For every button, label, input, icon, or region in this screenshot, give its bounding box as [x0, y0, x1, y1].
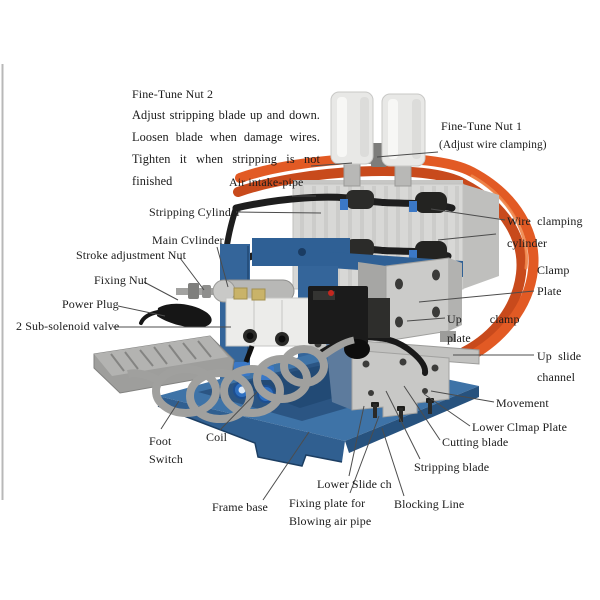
- leader-foot-switch: [160, 400, 180, 430]
- leader-blocking-line: [381, 427, 405, 497]
- leader-lower-clamp-plate: [423, 393, 471, 427]
- fixing-nut-part: [202, 285, 211, 298]
- blade-screws: [371, 398, 434, 422]
- leader-cutting-blade: [403, 385, 441, 441]
- leader-fine-tune-nut-1: [376, 151, 439, 158]
- leader-fine-tune-nut-2: [310, 162, 353, 167]
- leader-movement: [430, 390, 495, 403]
- label-foot-switch: Foot Switch: [149, 434, 183, 466]
- label-lower-clamp-plate: Lower Clmap Plate: [472, 420, 568, 434]
- leader-up-clamp-plate: [406, 317, 446, 322]
- air-hoses: [222, 190, 456, 299]
- leader-coil: [219, 391, 258, 431]
- label-clamp-plate: Clamp Plate: [537, 263, 570, 298]
- leader-stripping-blade: [385, 390, 421, 460]
- label-power-plug: Power Plug: [62, 297, 119, 311]
- label-movement: Movement: [496, 396, 549, 410]
- label-up-clamp-plate: Up clamp plate: [447, 312, 520, 345]
- label-air-intake-pipe: Air intake-pipe: [229, 175, 304, 189]
- sub-solenoid-valve-part: [225, 286, 390, 403]
- power-plug-part: [139, 303, 212, 328]
- leader-fixing-plate: [349, 415, 380, 494]
- label-stripping-cylinder: Stripping Cylinder: [149, 205, 241, 219]
- label-up-slide-channel: Up slide channel: [537, 349, 582, 384]
- label-stripping-blade: Stripping blade: [414, 460, 490, 474]
- label-frame-base: Frame base: [212, 500, 268, 514]
- label-coil: Coil: [206, 430, 228, 444]
- leader-lower-slide-ch: [348, 405, 365, 477]
- vertical-cylinders: [330, 91, 426, 187]
- coil-cable: [127, 336, 355, 423]
- leader-wire-clamping-cylinder-a: [430, 208, 506, 221]
- stroke-adjustment-nut-part: [188, 283, 199, 299]
- leader-main-cylinder: [216, 246, 229, 288]
- label-fine-tune-nut-1: Fine-Tune Nut 1: [441, 119, 523, 133]
- label-lower-slide-ch: Lower Slide ch: [317, 477, 392, 491]
- cylinder-left: [330, 91, 374, 165]
- cylinder-right: [381, 93, 426, 167]
- label-fine-tune-nut-2-title: Fine-Tune Nut 2: [132, 87, 214, 101]
- label-fixing-nut: Fixing Nut: [94, 273, 148, 287]
- solenoid-indicator: [328, 290, 334, 296]
- leader-clamp-plate: [418, 290, 535, 303]
- label-fine-tune-nut-1-sub: (Adjust wire clamping): [439, 139, 547, 151]
- leader-frame-base: [262, 431, 310, 501]
- leader-stroke-adjustment-nut: [179, 257, 205, 291]
- label-sub-solenoid-valve: 2 Sub-solenoid valve: [16, 319, 120, 333]
- leader-fixing-nut: [143, 281, 179, 301]
- label-stroke-adjustment-nut: Stroke adjustment Nut: [76, 248, 187, 262]
- label-blocking-line: Blocking Line: [394, 497, 465, 511]
- leader-wire-clamping-cylinder-b: [437, 233, 497, 241]
- label-wire-clamping-cylinder: Wire clamping cylinder: [507, 214, 583, 250]
- label-main-cylinder: Main Cvlinder: [152, 233, 224, 247]
- leader-power-plug: [117, 305, 166, 317]
- leader-stripping-cylinder: [235, 211, 322, 214]
- label-fixing-plate: Fixing plate for Blowing air pipe: [289, 496, 372, 528]
- label-cutting-blade: Cutting blade: [442, 435, 509, 449]
- label-fine-tune-nut-2-desc: Adjust stripping blade up and down. Loos…: [132, 108, 324, 188]
